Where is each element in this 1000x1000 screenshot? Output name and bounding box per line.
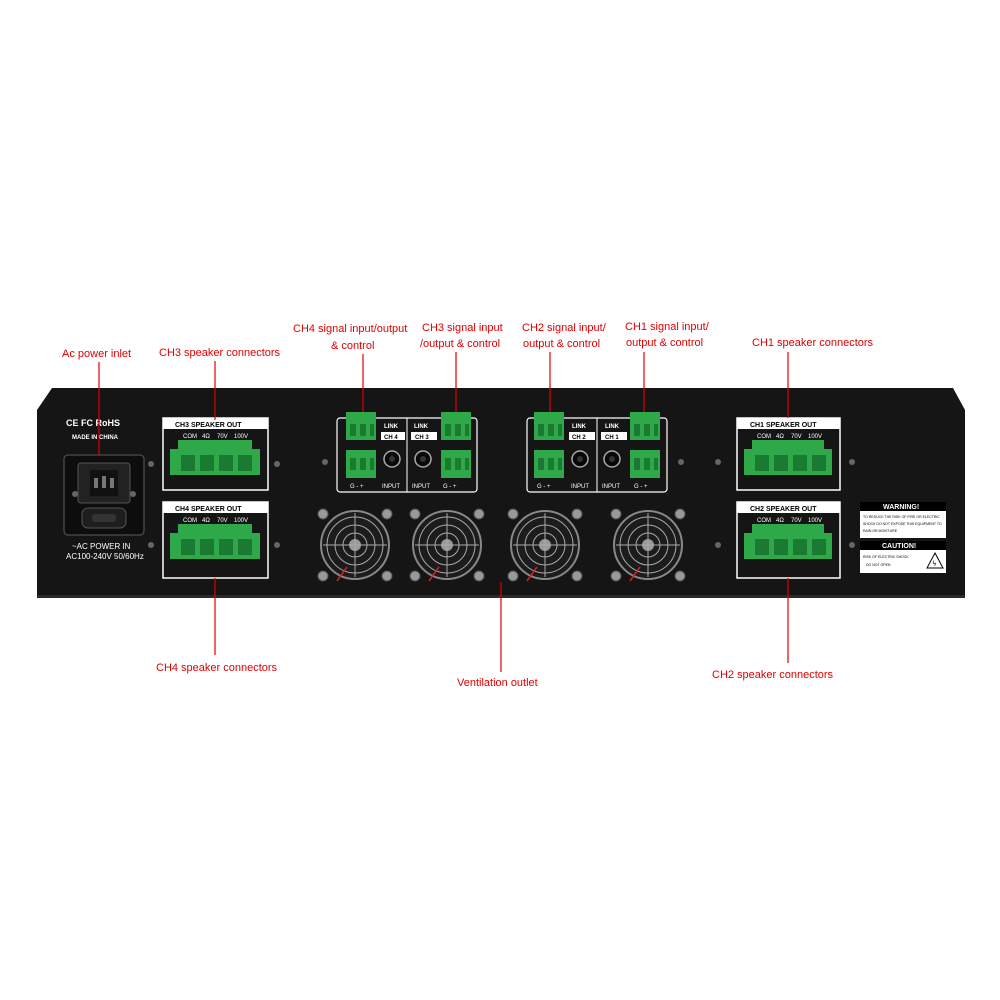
link-label: LINK xyxy=(605,424,620,430)
terminal-label: 70V xyxy=(217,434,228,440)
terminal-label: COM xyxy=(183,434,197,440)
warning-title: WARNING! xyxy=(883,504,919,511)
fan xyxy=(409,508,485,582)
pins-label: G - + xyxy=(350,484,364,490)
ch4-label: CH 4 xyxy=(384,435,398,441)
link-label: LINK xyxy=(572,424,587,430)
panel-screws xyxy=(148,459,855,548)
terminal-label: 100V xyxy=(234,518,248,524)
pins-label: G - + xyxy=(443,484,457,490)
callout-ch2-signal-line1: CH2 signal input/ xyxy=(522,322,607,334)
ch4-ch3-signal-block: LINK CH 4 G - + INPUT LINK CH 3 INPUT G … xyxy=(336,412,478,493)
terminal-label: COM xyxy=(757,434,771,440)
callout-ch1-signal-line1: CH1 signal input/ xyxy=(625,321,710,333)
svg-text:DO NOT OPEN: DO NOT OPEN xyxy=(866,563,891,567)
input-label: INPUT xyxy=(602,484,620,490)
fan xyxy=(610,508,686,582)
input-label: INPUT xyxy=(412,484,430,490)
caution-label: CAUTION! RISK OF ELECTRIC SHOCK DO NOT O… xyxy=(860,541,946,573)
fan xyxy=(317,508,393,582)
terminal-label: 100V xyxy=(808,518,822,524)
input-label: INPUT xyxy=(382,484,400,490)
ch3-label: CH 3 xyxy=(415,435,429,441)
callout-ventilation: Ventilation outlet xyxy=(457,677,538,689)
power-label-line2: AC100-240V 50/60Hz xyxy=(66,552,144,561)
svg-text:SHOCK DO NOT EXPOSE THIS EQUIP: SHOCK DO NOT EXPOSE THIS EQUIPMENT TO xyxy=(863,522,942,526)
svg-text:RAIN OR MOISTURE: RAIN OR MOISTURE xyxy=(863,529,898,533)
ch2-speaker-out-label: CH2 SPEAKER OUT xyxy=(750,506,817,513)
callout-ch4-speaker: CH4 speaker connectors xyxy=(156,662,278,674)
ch3-speaker-out-label: CH3 SPEAKER OUT xyxy=(175,422,242,429)
ch2-speaker-out-block: CH2 SPEAKER OUT COM 4Ω 70V 100V xyxy=(736,501,841,579)
input-label: INPUT xyxy=(571,484,589,490)
ch2-ch1-signal-block: LINK CH 2 G - + INPUT LINK CH 1 INPUT G … xyxy=(526,412,668,493)
terminal-label: 70V xyxy=(791,518,802,524)
terminal-label: 70V xyxy=(217,518,228,524)
ch4-speaker-out-block: CH4 SPEAKER OUT COM 4Ω 70V 100V xyxy=(162,501,269,579)
callout-ch3-speaker: CH3 speaker connectors xyxy=(159,347,281,359)
ventilation-fans xyxy=(317,508,686,582)
callout-ac-power-inlet: Ac power inlet xyxy=(62,348,131,360)
terminal-label: 4Ω xyxy=(202,518,210,524)
terminal-label: 70V xyxy=(791,434,802,440)
ch4-speaker-out-label: CH4 SPEAKER OUT xyxy=(175,506,242,513)
ch1-speaker-out-label: CH1 SPEAKER OUT xyxy=(750,422,817,429)
pins-label: G - + xyxy=(537,484,551,490)
callout-ch1-signal-line2: output & control xyxy=(626,337,703,349)
terminal-label: 4Ω xyxy=(202,434,210,440)
callout-lines xyxy=(98,352,789,672)
cert-marks: CE FC RoHS xyxy=(66,418,120,428)
callout-ch2-speaker: CH2 speaker connectors xyxy=(712,669,834,681)
callout-ch4-signal-line1: CH4 signal input/output xyxy=(293,323,407,335)
chassis xyxy=(37,388,965,598)
svg-text:RISK OF ELECTRIC SHOCK: RISK OF ELECTRIC SHOCK xyxy=(863,555,909,559)
terminal-label: COM xyxy=(757,518,771,524)
terminal-label: 4Ω xyxy=(776,518,784,524)
power-label-line1: ~AC POWER IN xyxy=(72,542,131,551)
caution-title: CAUTION! xyxy=(882,543,916,550)
svg-text:TO REDUCE THE RISK OF FIRE OR: TO REDUCE THE RISK OF FIRE OR ELECTRIC xyxy=(863,515,940,519)
link-label: LINK xyxy=(384,424,399,430)
svg-text:ϟ: ϟ xyxy=(932,560,937,568)
callout-ch2-signal-line2: output & control xyxy=(523,338,600,350)
ch2-label: CH 2 xyxy=(572,435,586,441)
callout-ch3-signal-line1: CH3 signal input xyxy=(422,322,503,334)
shock-hazard-icon xyxy=(926,551,944,569)
warning-label: WARNING! TO REDUCE THE RISK OF FIRE OR E… xyxy=(860,502,946,538)
ac-power-inlet: CE FC RoHS MADE IN CHINA ~AC POWER IN AC… xyxy=(63,418,145,561)
terminal-label: COM xyxy=(183,518,197,524)
link-label: LINK xyxy=(414,424,429,430)
pins-label: G - + xyxy=(634,484,648,490)
callout-ch4-signal-line2: & control xyxy=(331,340,374,352)
ch1-label: CH 1 xyxy=(605,435,619,441)
terminal-label: 4Ω xyxy=(776,434,784,440)
terminal-label: 100V xyxy=(234,434,248,440)
made-in-label: MADE IN CHINA xyxy=(72,435,119,441)
terminal-label: 100V xyxy=(808,434,822,440)
fan xyxy=(507,508,583,582)
callout-ch3-signal-line2: /output & control xyxy=(420,338,500,350)
callout-ch1-speaker: CH1 speaker connectors xyxy=(752,337,874,349)
